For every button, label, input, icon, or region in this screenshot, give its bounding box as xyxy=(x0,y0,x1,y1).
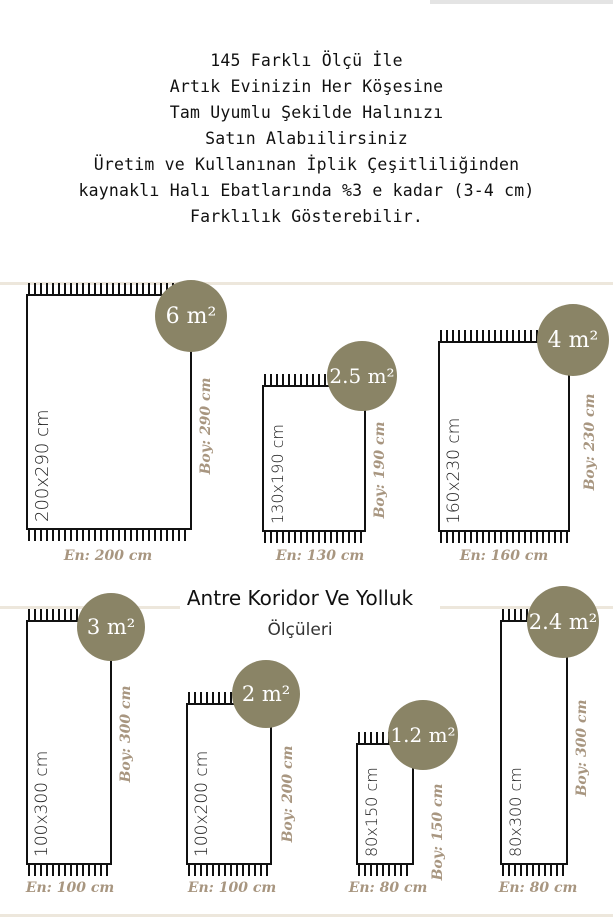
area-badge: 6 m² xyxy=(155,280,227,352)
rug-100x300: 100x300 cm xyxy=(26,609,112,876)
area-badge: 2.4 m² xyxy=(527,586,599,658)
rug-200x290: 200x290 cm xyxy=(26,283,192,541)
headline-line: 145 Farklı Ölçü İle xyxy=(210,51,403,70)
bottom-divider xyxy=(0,914,613,917)
area-badge: 1.2 m² xyxy=(388,700,458,770)
rug-size-label: 80x150 cm xyxy=(362,767,381,857)
headline-line: Artık Evinizin Her Köşesine xyxy=(169,77,444,96)
area-badge: 3 m² xyxy=(77,593,145,661)
rug-outline xyxy=(262,385,366,532)
fringe-bottom xyxy=(264,532,364,543)
headline-line: Satın Alabıilirsiniz xyxy=(205,129,408,148)
width-label: En: 200 cm xyxy=(63,548,153,564)
area-badge: 2 m² xyxy=(232,660,300,728)
area-badge: 4 m² xyxy=(537,304,609,376)
width-label: En: 100 cm xyxy=(187,880,277,896)
rug-100x200: 100x200 cm xyxy=(186,692,272,876)
section-title: Antre Koridor Ve Yolluk xyxy=(186,586,414,610)
length-label: Boy: 200 cm xyxy=(280,745,296,843)
fringe-top xyxy=(28,609,110,620)
fringe-bottom xyxy=(502,865,566,876)
width-label: En: 160 cm xyxy=(459,548,549,564)
fringe-bottom xyxy=(28,530,190,541)
length-label: Boy: 150 cm xyxy=(430,783,446,881)
length-label: Boy: 190 cm xyxy=(372,421,388,519)
width-label: En: 100 cm xyxy=(25,880,115,896)
fringe-bottom xyxy=(358,865,412,876)
fringe-bottom xyxy=(188,865,270,876)
rug-size-label: 130x190 cm xyxy=(268,423,287,524)
fringe-top xyxy=(28,283,190,294)
length-label: Boy: 230 cm xyxy=(582,393,598,491)
rug-outline xyxy=(186,703,272,865)
length-label: Boy: 300 cm xyxy=(574,699,590,797)
rug-80x150: 80x150 cm xyxy=(356,732,414,876)
top-divider xyxy=(430,0,613,4)
fringe-bottom xyxy=(28,865,110,876)
rug-outline xyxy=(356,743,414,865)
length-label: Boy: 300 cm xyxy=(118,685,134,783)
section-subtitle: Ölçüleri xyxy=(267,620,333,640)
area-badge: 2.5 m² xyxy=(327,341,397,411)
section-divider-middle-right xyxy=(440,606,613,609)
headline-line: Farklılık Gösterebilir. xyxy=(189,207,424,226)
rug-160x230: 160x230 cm xyxy=(438,330,570,543)
section-divider-top xyxy=(0,282,613,285)
headline-line: Tam Uyumlu Şekilde Halınızı xyxy=(169,103,444,122)
fringe-top xyxy=(358,732,412,743)
length-label: Boy: 290 cm xyxy=(198,377,214,475)
width-label: En: 80 cm xyxy=(348,880,428,896)
headline-line: Üretim ve Kullanınan İplik Çeşitliliğind… xyxy=(93,155,520,174)
fringe-top xyxy=(264,374,364,385)
rug-size-label: 200x290 cm xyxy=(32,409,53,522)
rug-outline xyxy=(26,620,112,865)
rug-size-label: 80x300 cm xyxy=(506,767,525,857)
fringe-top xyxy=(440,330,568,341)
rug-size-label: 100x200 cm xyxy=(192,750,212,857)
fringe-top xyxy=(188,692,270,703)
rug-130x190: 130x190 cm xyxy=(262,374,366,543)
fringe-bottom xyxy=(440,532,568,543)
headline-line: kaynaklı Halı Ebatlarında %3 e kadar (3-… xyxy=(78,181,535,200)
rug-outline xyxy=(26,294,192,530)
rug-outline xyxy=(438,341,570,532)
rug-size-label: 160x230 cm xyxy=(444,417,464,524)
width-label: En: 130 cm xyxy=(275,548,365,564)
width-label: En: 80 cm xyxy=(498,880,578,896)
rug-outline xyxy=(500,620,568,865)
headline-text: 145 Farklı Ölçü İle Artık Evinizin Her K… xyxy=(0,48,613,230)
rug-size-label: 100x300 cm xyxy=(32,750,52,857)
